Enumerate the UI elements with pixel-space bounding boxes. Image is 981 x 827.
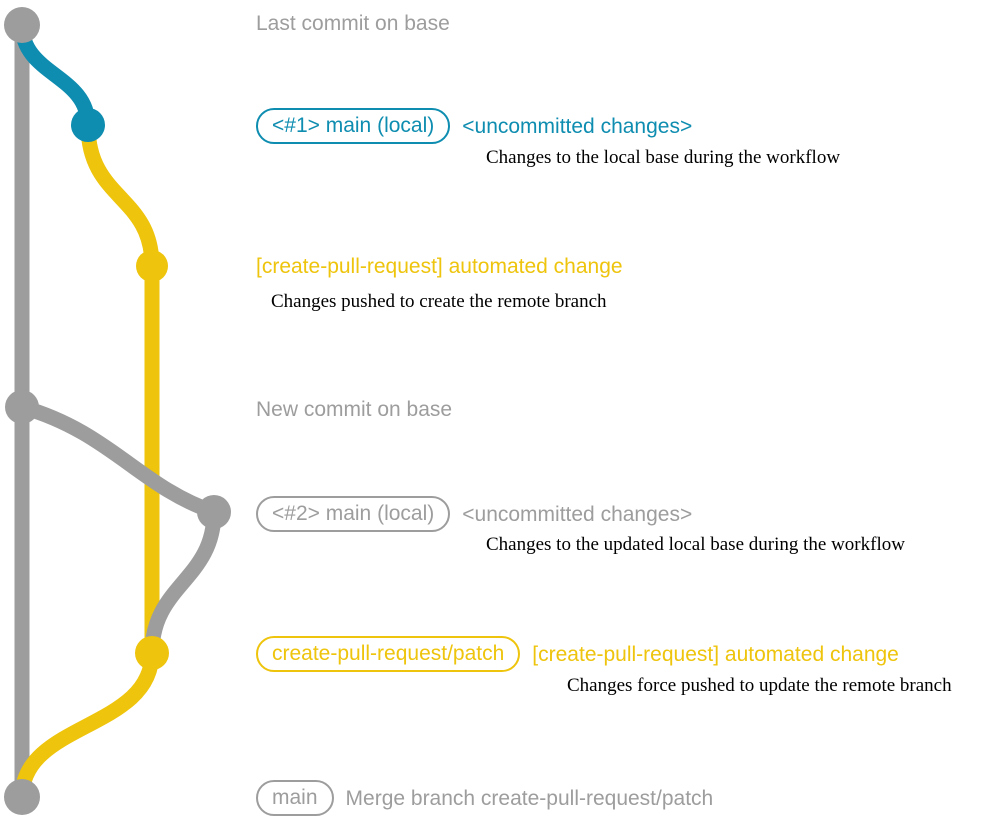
commit-headline-merge-commit: Merge branch create-pull-request/patch	[345, 786, 714, 810]
commit-node-merge-commit[interactable]	[4, 779, 40, 815]
commit-node-commit-2-local[interactable]	[197, 495, 231, 529]
commit-headline-commit-2-local: <uncommitted changes>	[462, 502, 693, 526]
commit-description-commit-2-local: Changes to the updated local base during…	[486, 534, 905, 555]
graph-row-new-commit-on-base: New commit on base	[256, 399, 452, 420]
commit-description-commit-1-local: Changes to the local base during the wor…	[486, 147, 841, 168]
graph-row-merge-commit: main Merge branch create-pull-request/pa…	[256, 780, 713, 816]
commit-headline-automated-change-update: [create-pull-request] automated change	[532, 642, 899, 666]
branch-badge-create-pull-request-patch[interactable]: create-pull-request/patch	[256, 636, 521, 672]
commit-description-automated-change-update: Changes force pushed to update the remot…	[567, 675, 952, 696]
commit-headline-commit-1-local: <uncommitted changes>	[462, 114, 693, 138]
graph-row-automated-change-create: [create-pull-request] automated change	[256, 256, 623, 277]
graph-row-automated-change-update: create-pull-request/patch [create-pull-r…	[256, 636, 899, 672]
commit-headline-new-commit-on-base: New commit on base	[256, 398, 453, 421]
branch-badge-main[interactable]: main	[256, 780, 334, 816]
commit-description-automated-change-create: Changes pushed to create the remote bran…	[271, 291, 607, 312]
yellow-branch-line-upper	[80, 117, 160, 661]
graph-row-last-commit-on-base: Last commit on base	[256, 13, 450, 34]
graph-row-commit-2-local: <#2> main (local) <uncommitted changes>	[256, 496, 692, 532]
branch-badge-main-local-2[interactable]: <#2> main (local)	[256, 496, 451, 532]
commit-headline-automated-change-create: [create-pull-request] automated change	[256, 255, 623, 278]
gray-branch-line-right	[14, 399, 222, 520]
commit-node-new-commit-on-base[interactable]	[5, 390, 39, 424]
commit-node-automated-change-update[interactable]	[135, 636, 169, 670]
branch-badge-main-local-1[interactable]: <#1> main (local)	[256, 108, 451, 144]
commit-node-last-commit-on-base[interactable]	[4, 7, 40, 43]
yellow-merge-line-lower	[14, 645, 160, 805]
commit-node-automated-change-create[interactable]	[136, 250, 168, 282]
commit-node-commit-1-local[interactable]	[71, 108, 105, 142]
graph-row-commit-1-local: <#1> main (local) <uncommitted changes>	[256, 108, 692, 144]
commit-headline-last-commit-on-base: Last commit on base	[256, 12, 450, 35]
gray-merge-into-patch-line	[144, 504, 222, 661]
